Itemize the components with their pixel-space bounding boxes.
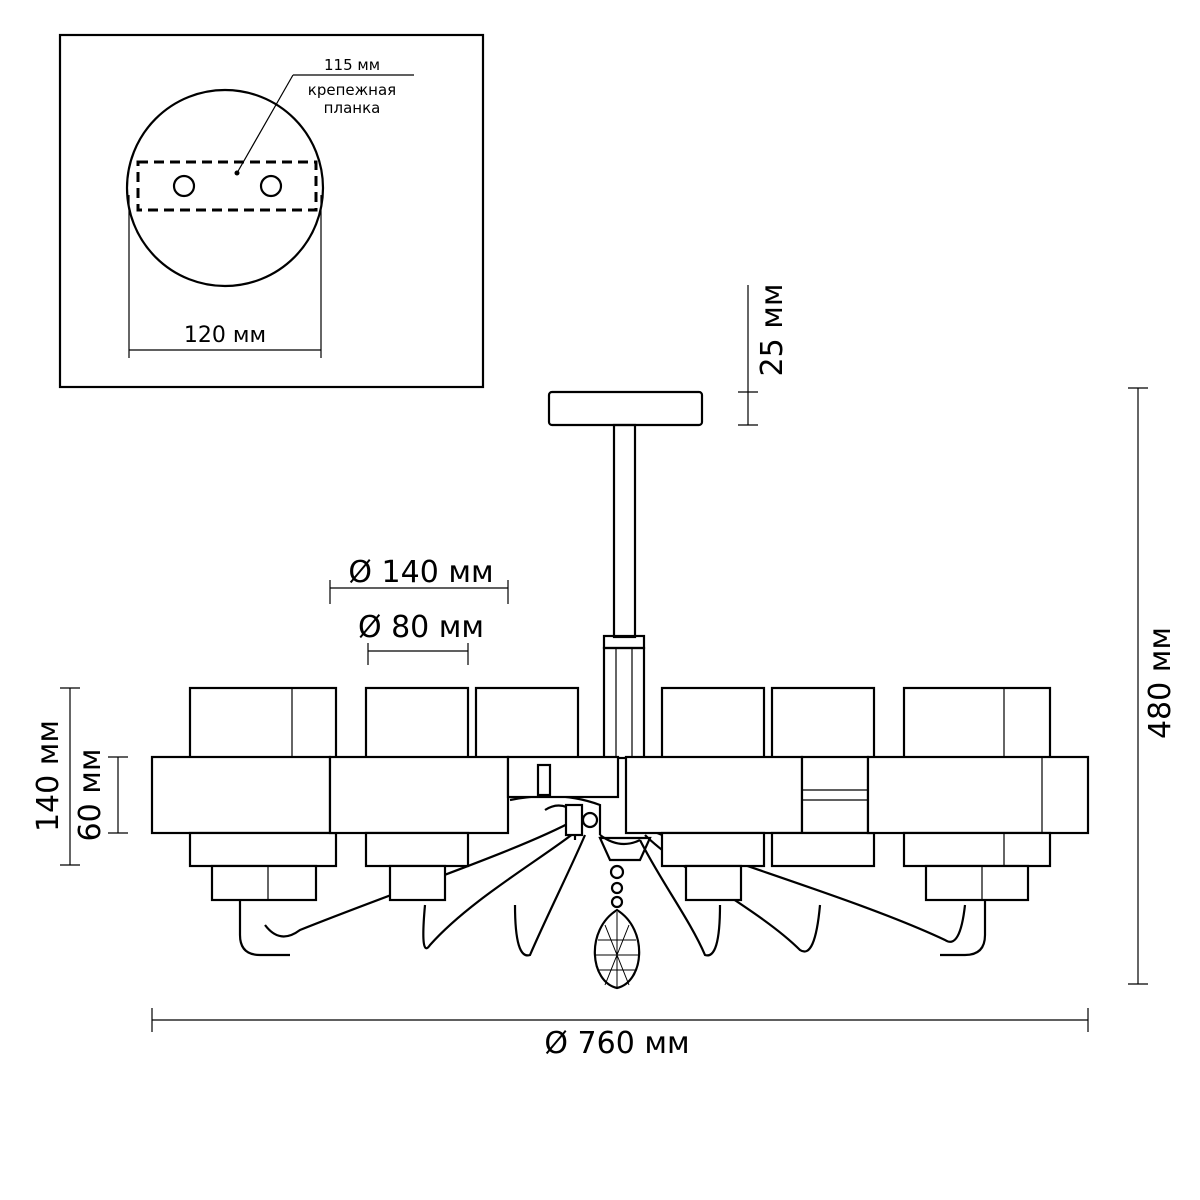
label-120: 120 мм — [184, 323, 266, 348]
shade-6-socket — [924, 864, 1030, 902]
shade-2-top — [364, 686, 470, 760]
central-hub — [544, 803, 652, 862]
shade-5-top — [770, 686, 876, 760]
label-115: 115 мм — [324, 56, 380, 74]
shade-1-band — [150, 755, 332, 835]
dim-total-diameter: Ø 760 мм — [151, 1008, 1089, 1061]
dim-shade-heights: 140 мм 60 мм — [31, 687, 128, 866]
shade-6-top — [902, 686, 1052, 760]
canopy — [547, 390, 704, 427]
label-total-height: 480 мм — [1143, 627, 1178, 739]
crystal-pendant — [593, 864, 641, 990]
mounting-plate-inset: 115 мм крепежная планка 120 мм — [58, 33, 485, 389]
shade-1-bottom — [188, 831, 338, 868]
dim-shade-diameters: Ø 140 мм Ø 80 мм — [329, 555, 509, 665]
rod-sleeve — [602, 646, 646, 760]
leader-line — [236, 74, 294, 174]
shade-1-socket — [210, 864, 318, 902]
shade-3-top — [474, 686, 580, 760]
label-plate-line1: крепежная — [308, 81, 396, 99]
canopy-and-rod — [547, 390, 704, 760]
shades — [150, 686, 1090, 902]
shade-6-bottom — [902, 831, 1052, 868]
shade-4-top — [660, 686, 766, 760]
shade-2-band — [328, 755, 510, 835]
rod — [612, 423, 637, 639]
label-band-height: 60 мм — [73, 749, 108, 842]
label-total-diameter: Ø 760 мм — [544, 1026, 689, 1061]
shade-2-socket — [388, 864, 447, 902]
label-shade-height: 140 мм — [31, 720, 66, 832]
shade-2-bottom — [364, 831, 470, 868]
label-shade-outer: Ø 140 мм — [348, 555, 493, 590]
label-shade-inner: Ø 80 мм — [358, 610, 484, 645]
arms — [238, 794, 987, 957]
label-plate-line2: планка — [324, 99, 381, 117]
dim-canopy-height: 25 мм — [738, 284, 790, 426]
inset-frame — [58, 33, 485, 389]
label-canopy-height: 25 мм — [755, 284, 790, 377]
dim-total-height: 480 мм — [1128, 387, 1178, 985]
shade-4-band — [624, 755, 804, 835]
center-band — [506, 755, 620, 799]
shade-1-top — [188, 686, 338, 760]
shade-6-band — [866, 755, 1090, 835]
shade-5-bottom — [770, 831, 876, 868]
screw-hole-left — [172, 174, 196, 198]
shade-4-socket — [684, 864, 743, 902]
canopy-top-view — [125, 88, 325, 288]
mounting-bar — [136, 160, 318, 212]
shade-4-bottom — [660, 831, 766, 868]
screw-hole-right — [259, 174, 283, 198]
